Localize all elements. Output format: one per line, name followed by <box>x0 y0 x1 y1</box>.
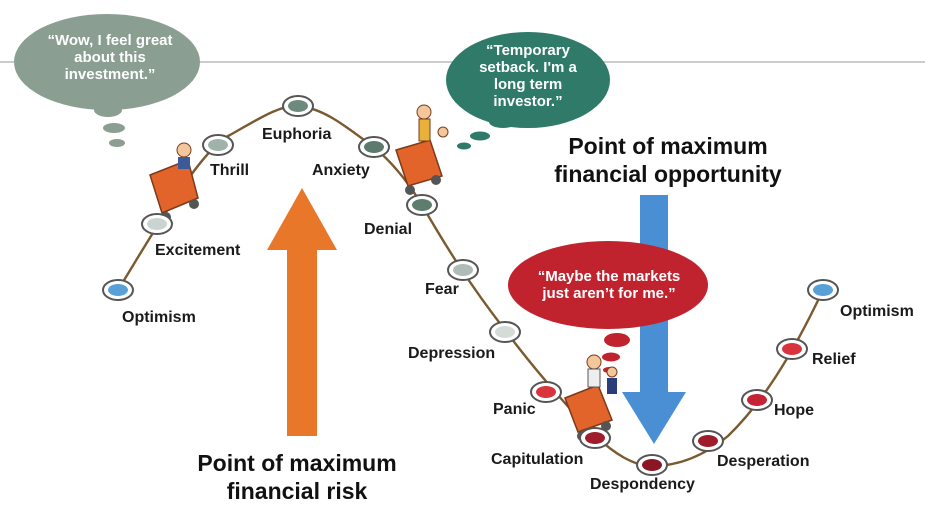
risk-arrow <box>267 188 337 436</box>
stage-label-despondency: Despondency <box>590 476 695 493</box>
stage-node-despondency <box>636 454 668 476</box>
stage-label-relief: Relief <box>812 351 856 368</box>
bubble-trail-despondency <box>602 333 630 373</box>
stage-node-euphoria <box>282 95 314 117</box>
stage-label-excitement: Excitement <box>155 242 241 259</box>
bubble-despondency <box>508 241 708 329</box>
stage-label-hope: Hope <box>774 402 814 419</box>
despondency-quote-text: “Maybe the markets just aren’t for me.” <box>537 268 681 302</box>
stage-label-capitulation: Capitulation <box>491 451 584 468</box>
stage-label-thrill: Thrill <box>210 162 250 179</box>
stage-nodes <box>102 95 839 476</box>
stage-node-optimism-end <box>807 279 839 301</box>
stage-label-optimism-end: Optimism <box>840 303 914 320</box>
stage-label-desperation: Desperation <box>717 453 810 470</box>
stage-node-relief <box>776 338 808 360</box>
bubble-anxiety <box>446 32 610 128</box>
risk-callout-line1: Point of maximum <box>197 450 397 476</box>
opportunity-callout-line2: financial opportunity <box>554 161 782 187</box>
stage-node-capitulation <box>579 427 611 449</box>
cart-descending-illustration <box>395 104 449 195</box>
stage-node-depression <box>489 321 521 343</box>
risk-callout-line2: financial risk <box>226 478 368 504</box>
stage-node-anxiety <box>358 136 390 158</box>
opportunity-callout-line1: Point of maximum <box>568 133 768 159</box>
stage-label-denial: Denial <box>364 221 413 238</box>
risk-callout: Point of maximum financial risk <box>158 449 436 505</box>
stage-label-panic: Panic <box>493 401 536 418</box>
stage-label-optimism-start: Optimism <box>122 309 196 326</box>
stage-node-excitement <box>141 213 173 235</box>
opportunity-callout: Point of maximum financial opportunity <box>518 132 818 188</box>
stage-label-euphoria: Euphoria <box>262 126 332 143</box>
stage-label-anxiety: Anxiety <box>312 162 370 179</box>
cart-climbing-illustration <box>149 142 199 222</box>
stage-node-panic <box>530 381 562 403</box>
bubble-euphoria <box>14 14 200 110</box>
stage-label-fear: Fear <box>425 281 459 298</box>
anxiety-quote-text: “Temporary setback. I'm a long term inve… <box>479 42 577 110</box>
stage-node-desperation <box>692 430 724 452</box>
stage-node-optimism-start <box>102 279 134 301</box>
stage-label-depression: Depression <box>408 345 496 362</box>
euphoria-quote-text: “Wow, I feel great about this investment… <box>47 32 173 83</box>
bubble-trail-euphoria <box>94 103 125 147</box>
stage-node-fear <box>447 259 479 281</box>
stage-node-hope <box>741 389 773 411</box>
cart-bottom-illustration <box>564 354 618 441</box>
stage-node-denial <box>406 194 438 216</box>
stage-node-thrill <box>202 134 234 156</box>
